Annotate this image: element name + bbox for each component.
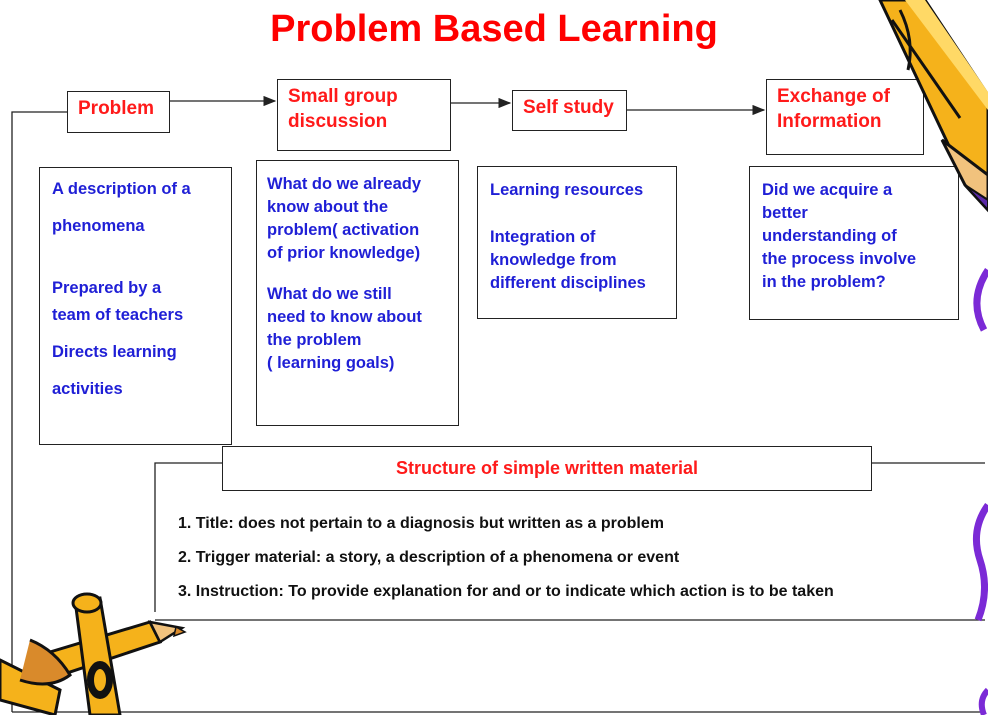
problem-detail-line: Directs learning <box>52 343 177 361</box>
exchange-detail-line: the process involve <box>762 250 917 268</box>
problem-detail-line: A description of a <box>52 180 191 198</box>
discussion-detail-line: the problem <box>267 331 362 349</box>
page-title: Problem Based Learning <box>270 8 718 50</box>
problem-detail-line: activities <box>52 380 123 398</box>
problem-detail-line: phenomena <box>52 217 145 235</box>
step-discussion-label-line2: discussion <box>288 111 388 132</box>
step-self-study-label: Self study <box>523 97 614 118</box>
problem-detail-line: team of teachers <box>52 306 184 324</box>
discussion-detail-line: What do we already <box>267 175 422 193</box>
exchange-detail-line: in the problem? <box>762 273 886 291</box>
discussion-details-box: What do we already know about the proble… <box>256 160 459 426</box>
exchange-detail-line: better <box>762 204 808 222</box>
discussion-detail-line: problem( activation <box>267 221 420 239</box>
step-problem-label: Problem <box>78 98 155 119</box>
step-exchange-of-information: Exchange of Information <box>766 79 924 155</box>
step-small-group-discussion: Small group discussion <box>277 79 451 151</box>
discussion-detail-line: ( learning goals) <box>267 354 395 372</box>
problem-details-box: A description of a phenomena Prepared by… <box>39 167 232 445</box>
structure-item: 2. Trigger material: a story, a descript… <box>178 549 680 566</box>
structure-title: Structure of simple written material <box>395 458 699 478</box>
step-exchange-label-line2: Information <box>777 111 882 132</box>
step-problem: Problem <box>67 91 170 133</box>
step-discussion-label-line1: Small group <box>288 86 398 107</box>
discussion-detail-line: of prior knowledge) <box>267 244 421 262</box>
self-study-detail-line: knowledge from <box>490 251 617 269</box>
exchange-detail-line: understanding of <box>762 227 897 245</box>
discussion-detail-line: need to know about <box>267 308 422 326</box>
exchange-details-box: Did we acquire a better understanding of… <box>749 166 959 320</box>
exchange-detail-line: Did we acquire a <box>762 181 893 199</box>
self-study-detail-line: Learning resources <box>490 181 644 199</box>
structure-item: 3. Instruction: To provide explanation f… <box>178 583 834 600</box>
self-study-detail-line: different disciplines <box>490 274 646 292</box>
self-study-details-box: Learning resources Integration of knowle… <box>477 166 677 319</box>
step-exchange-label-line1: Exchange of <box>777 86 890 107</box>
structure-item: 1. Title: does not pertain to a diagnosi… <box>178 515 664 532</box>
problem-detail-line: Prepared by a <box>52 279 162 297</box>
discussion-detail-line: know about the <box>267 198 388 216</box>
discussion-detail-line: What do we still <box>267 285 392 303</box>
structure-title-box: Structure of simple written material <box>222 446 872 491</box>
self-study-detail-line: Integration of <box>490 228 596 246</box>
step-self-study: Self study <box>512 90 627 131</box>
